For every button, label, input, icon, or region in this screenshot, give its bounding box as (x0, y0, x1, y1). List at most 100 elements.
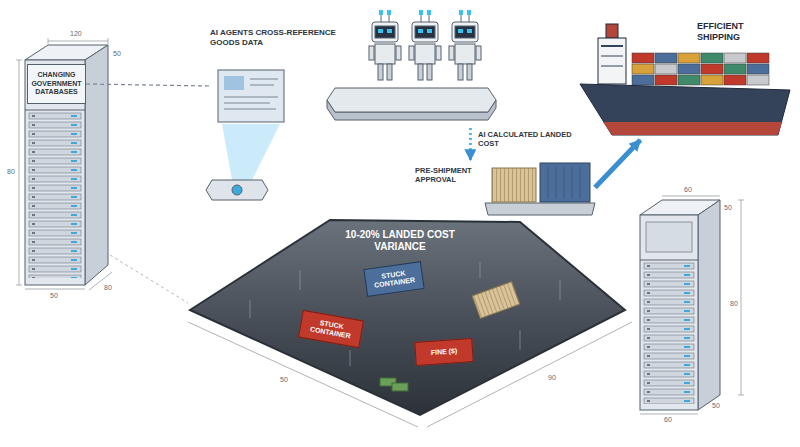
server-rack (25, 60, 85, 285)
server-rack (640, 200, 720, 410)
cargo-pallet (492, 168, 536, 202)
data-stream-arrow (469, 128, 472, 160)
dimension-label: 80 (7, 168, 15, 176)
cargo-pallet (580, 166, 581, 199)
data-screen (224, 109, 276, 110)
cost-pit (520, 330, 521, 350)
container-ship (580, 24, 790, 135)
guide-line (110, 255, 188, 303)
stuck-container: STUCK CONTAINER (298, 310, 364, 348)
cost-pit (190, 220, 625, 415)
data-screen (224, 103, 270, 104)
pit-outline-shape (190, 220, 625, 415)
pallet-heading: PRE-SHIPMENT APPROVAL (415, 166, 487, 184)
ai-robot (375, 26, 395, 38)
dimension-label: 80 (104, 284, 112, 292)
fine-container: FINE ($) (414, 338, 474, 366)
agent-platform (327, 88, 496, 120)
ai-robot (458, 64, 463, 80)
data-screen (218, 70, 284, 122)
container-ship (601, 56, 623, 57)
ai-robot (418, 64, 423, 80)
dimension-label: 50 (113, 50, 121, 58)
container-ship (632, 75, 654, 85)
cost-pit (480, 262, 481, 278)
agent-platform (327, 88, 496, 112)
data-screen (232, 185, 242, 195)
ai-robot (369, 10, 401, 80)
server-rack (640, 262, 698, 404)
dimension-label: 120 (70, 30, 82, 38)
container-ship (655, 75, 677, 85)
dimension-label: 50 (280, 376, 288, 384)
cost-pit (300, 270, 301, 290)
container-ship (601, 66, 623, 67)
ai-robot (419, 10, 423, 15)
ai-robot (396, 46, 401, 60)
container-ship (724, 53, 746, 63)
approved-cargo-pallet: PRE-SHIPMENT APPROVAL (415, 160, 595, 215)
server-rack (25, 112, 85, 278)
cargo-ship: EFFICIENT SHIPPING (585, 15, 790, 140)
ai-robot (387, 29, 392, 33)
data-screen (224, 76, 244, 90)
dimension-line (16, 60, 22, 61)
container-ship (701, 75, 723, 85)
ai-robot (379, 10, 383, 15)
ai-robot (427, 10, 431, 15)
dimension-label: 90 (548, 374, 556, 382)
guide-line (110, 255, 188, 303)
ai-robot (455, 26, 475, 38)
ai-robot (467, 29, 472, 33)
ai-robot (421, 14, 422, 22)
ai-robot (418, 29, 423, 33)
server-rack (85, 45, 108, 285)
cost-pit (250, 300, 251, 318)
database-label-plate: CHANGING GOVERNMENT DATABASES (27, 64, 86, 104)
server-rack (25, 110, 85, 111)
ai-robot (427, 64, 432, 80)
edge-label: AI CALCULATED LANDED COST (478, 130, 578, 148)
container-text: FINE ($) (419, 346, 469, 358)
ai-robot (458, 29, 463, 33)
shipping-arrow (595, 140, 640, 188)
server-rack (646, 222, 692, 252)
container-ship (655, 53, 677, 63)
data-screen (206, 180, 268, 200)
server-rack (25, 45, 108, 285)
data-screen (250, 85, 274, 86)
container-ship (678, 53, 700, 63)
container-ship (655, 64, 677, 74)
ai-robot (455, 44, 475, 64)
ai-robot (427, 29, 432, 33)
cost-pit (472, 282, 520, 319)
cargo-pallet (485, 163, 595, 215)
container-ship (724, 64, 746, 74)
container-ship (601, 45, 623, 47)
ai-robot (436, 46, 441, 60)
cost-pit (350, 350, 351, 366)
container-ship (701, 64, 723, 74)
dimension-line (662, 196, 720, 197)
container-ship (603, 122, 782, 135)
plate-text: CHANGING GOVERNMENT DATABASES (31, 71, 82, 96)
container-ship (747, 75, 769, 85)
dimension-line (741, 200, 742, 395)
ai-robot (378, 29, 383, 33)
ai-robot (449, 10, 481, 80)
dimension-line (25, 289, 85, 290)
ai-robot (452, 22, 478, 42)
dimension-line (738, 200, 744, 201)
ai-robot (378, 64, 383, 80)
container-ship (632, 53, 654, 63)
ai-robot (429, 14, 430, 22)
cargo-pallet (540, 163, 590, 202)
server-rack (640, 215, 698, 410)
ai-robot (469, 14, 470, 22)
dimension-label: 50 (724, 204, 732, 212)
container-text: STUCK CONTAINER (303, 316, 359, 342)
dimension-line (16, 285, 22, 286)
dimension-line (19, 60, 20, 285)
